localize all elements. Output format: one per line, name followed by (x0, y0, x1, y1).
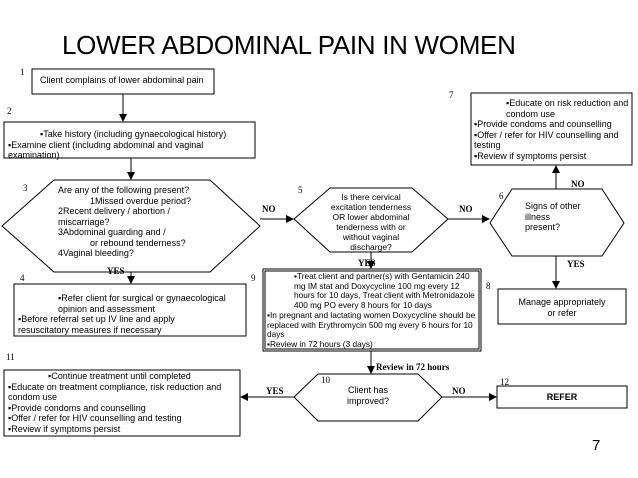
step-number-12: 12 (500, 377, 509, 387)
step-5-line: excitation tenderness (330, 202, 412, 212)
edge-label-3-no: NO (262, 204, 276, 214)
step-8-line: or refer (547, 307, 577, 318)
page-title: LOWER ABDOMINAL PAIN IN WOMEN (62, 30, 516, 60)
box-step-9-inner (264, 270, 480, 350)
step-3-line: miscarriage? (58, 216, 110, 227)
step-9-line: mg IM stat and Doxycycline 100 mg every … (294, 280, 460, 291)
step-2-line: ▪Take history (including gynaecological … (40, 129, 227, 139)
step-4-text: ▪Refer client for surgical or gynaecolog… (18, 293, 226, 335)
step-11-line: ▪Review if symptoms persist (8, 423, 121, 434)
step-12-line: REFER (546, 392, 578, 402)
step-11-line: ▪Continue treatment until completed (48, 371, 191, 381)
edge-label-6-yes: YES (567, 259, 585, 269)
diamond-step-6 (489, 188, 625, 257)
step-2-text: ▪Take history (including gynaecological … (8, 129, 226, 161)
step-8-line: Manage appropriately (518, 297, 606, 307)
step-4-line: resuscitatory measures if necessary (18, 324, 162, 335)
step-11-text: ▪Continue treatment until completed ▪Edu… (8, 371, 221, 434)
step-number-3: 3 (23, 183, 28, 193)
step-9-line: replaced with Erythromycin 500 mg every … (267, 319, 473, 330)
step-7-line: ▪Review if symptoms persist (474, 150, 587, 161)
step-9-line: hours for 10 days, Treat client with Met… (294, 290, 475, 301)
step-5-line: tenderness with or (336, 222, 406, 232)
step-5-line: Is there cervical (341, 192, 401, 202)
step-3-text: Are any of the following present? 1Misse… (58, 185, 191, 259)
step-9-line: ▪In pregnant and lactating women Doxycyc… (267, 309, 476, 320)
step-6-line: Signs of other (525, 201, 581, 211)
step-number-7: 7 (449, 90, 454, 100)
step-number-11: 11 (6, 352, 15, 362)
step-1-line: Client complains of lower abdominal pain (40, 75, 204, 85)
step-number-4: 4 (20, 273, 25, 283)
edge-label-10-yes: YES (266, 386, 284, 396)
step-3-line: 1Missed overdue period? (90, 195, 192, 206)
step-number-6: 6 (499, 191, 504, 201)
step-11-line: ▪Educate on treatment compliance, risk r… (8, 381, 222, 392)
step-3-line: 4Vaginal bleeding? (58, 248, 134, 258)
step-8-text: Manage appropriately or refer (498, 297, 626, 318)
step-5-line: without vaginal (342, 232, 400, 242)
step-number-5: 5 (298, 185, 303, 195)
step-number-2: 2 (7, 106, 12, 116)
edge-label-3-yes: YES (107, 266, 125, 276)
step-3-line: Are any of the following present? (58, 185, 190, 195)
step-7-line: ▪Offer / refer for HIV counselling and (474, 129, 619, 140)
step-number-8: 8 (486, 281, 491, 291)
step-7-line: ▪Provide condoms and counselling (474, 119, 612, 129)
step-4-line: opinion and assessment (58, 303, 156, 314)
edge-label-6-no: NO (571, 179, 585, 189)
step-9-text: ▪Treat client and partner(s) with Gentam… (267, 271, 476, 350)
edge-label-5-yes: YES (358, 258, 376, 268)
page-number: 7 (592, 437, 601, 454)
step-11-line: ▪Offer / refer for HIV counselling and t… (8, 413, 182, 423)
box-step-2 (3, 121, 256, 159)
step-5-line: discharge? (350, 242, 392, 252)
box-step-8 (497, 288, 627, 325)
step-6-line: illness (525, 211, 551, 222)
edge-label-5-no: NO (459, 204, 473, 214)
step-9-line: 400 mg PO every 8 hours for 10 days (294, 300, 432, 311)
step-5-line: OR lower abdominal (332, 212, 410, 222)
box-step-11 (3, 369, 241, 437)
step-10-text: Client has improved? (318, 385, 418, 406)
diamond-step-3 (1, 179, 261, 273)
step-2-line: examination) (8, 150, 60, 160)
step-11-line: ▪Provide condoms and counselling (8, 402, 146, 413)
step-3-line: or rebound tenderness? (90, 237, 186, 248)
step-1-text: Client complains of lower abdominal pain (40, 75, 204, 86)
step-7-line: testing (474, 140, 501, 150)
box-step-4 (13, 283, 247, 337)
edge-label-10-no: NO (452, 386, 466, 396)
step-number-1: 1 (20, 67, 25, 77)
step-4-line: ▪Refer client for surgical or gynaecolog… (58, 293, 226, 303)
step-number-10: 10 (321, 375, 330, 385)
step-5-text: Is there cervical excitation tenderness … (321, 192, 421, 252)
step-11-line: condom use (8, 392, 58, 402)
step-7-line: ▪Educate on risk reduction and (506, 98, 629, 108)
step-9-line: ▪Treat client and partner(s) with Gentam… (294, 271, 470, 281)
step-7-line: condom use (506, 108, 556, 119)
step-12-text: REFER (497, 392, 627, 403)
step-number-9: 9 (251, 273, 256, 283)
box-step-12 (496, 385, 628, 409)
step-6-line: present? (525, 222, 561, 232)
step-3-line: 3Abdominal guarding and / (58, 227, 166, 237)
step-10-line: improved? (346, 395, 390, 406)
step-4-line: ▪Before referral set up IV line and appl… (18, 314, 175, 324)
step-7-text: ▪Educate on risk reduction and condom us… (474, 98, 628, 161)
step-9-line: ▪Review in 72 hours (3 days) (267, 338, 373, 349)
step-3-line: 2Recent delivery / abortion / (58, 206, 171, 216)
edge-label-9-review: Review in 72 hours (376, 362, 450, 372)
box-step-9 (262, 268, 482, 352)
step-2-line: ▪Examine client (including abdominal and… (8, 139, 204, 150)
step-10-line: Client has (347, 385, 389, 395)
step-6-text: Signs of other illness present? (525, 201, 581, 233)
box-step-7 (470, 92, 633, 166)
step-9-line: days (267, 329, 285, 340)
